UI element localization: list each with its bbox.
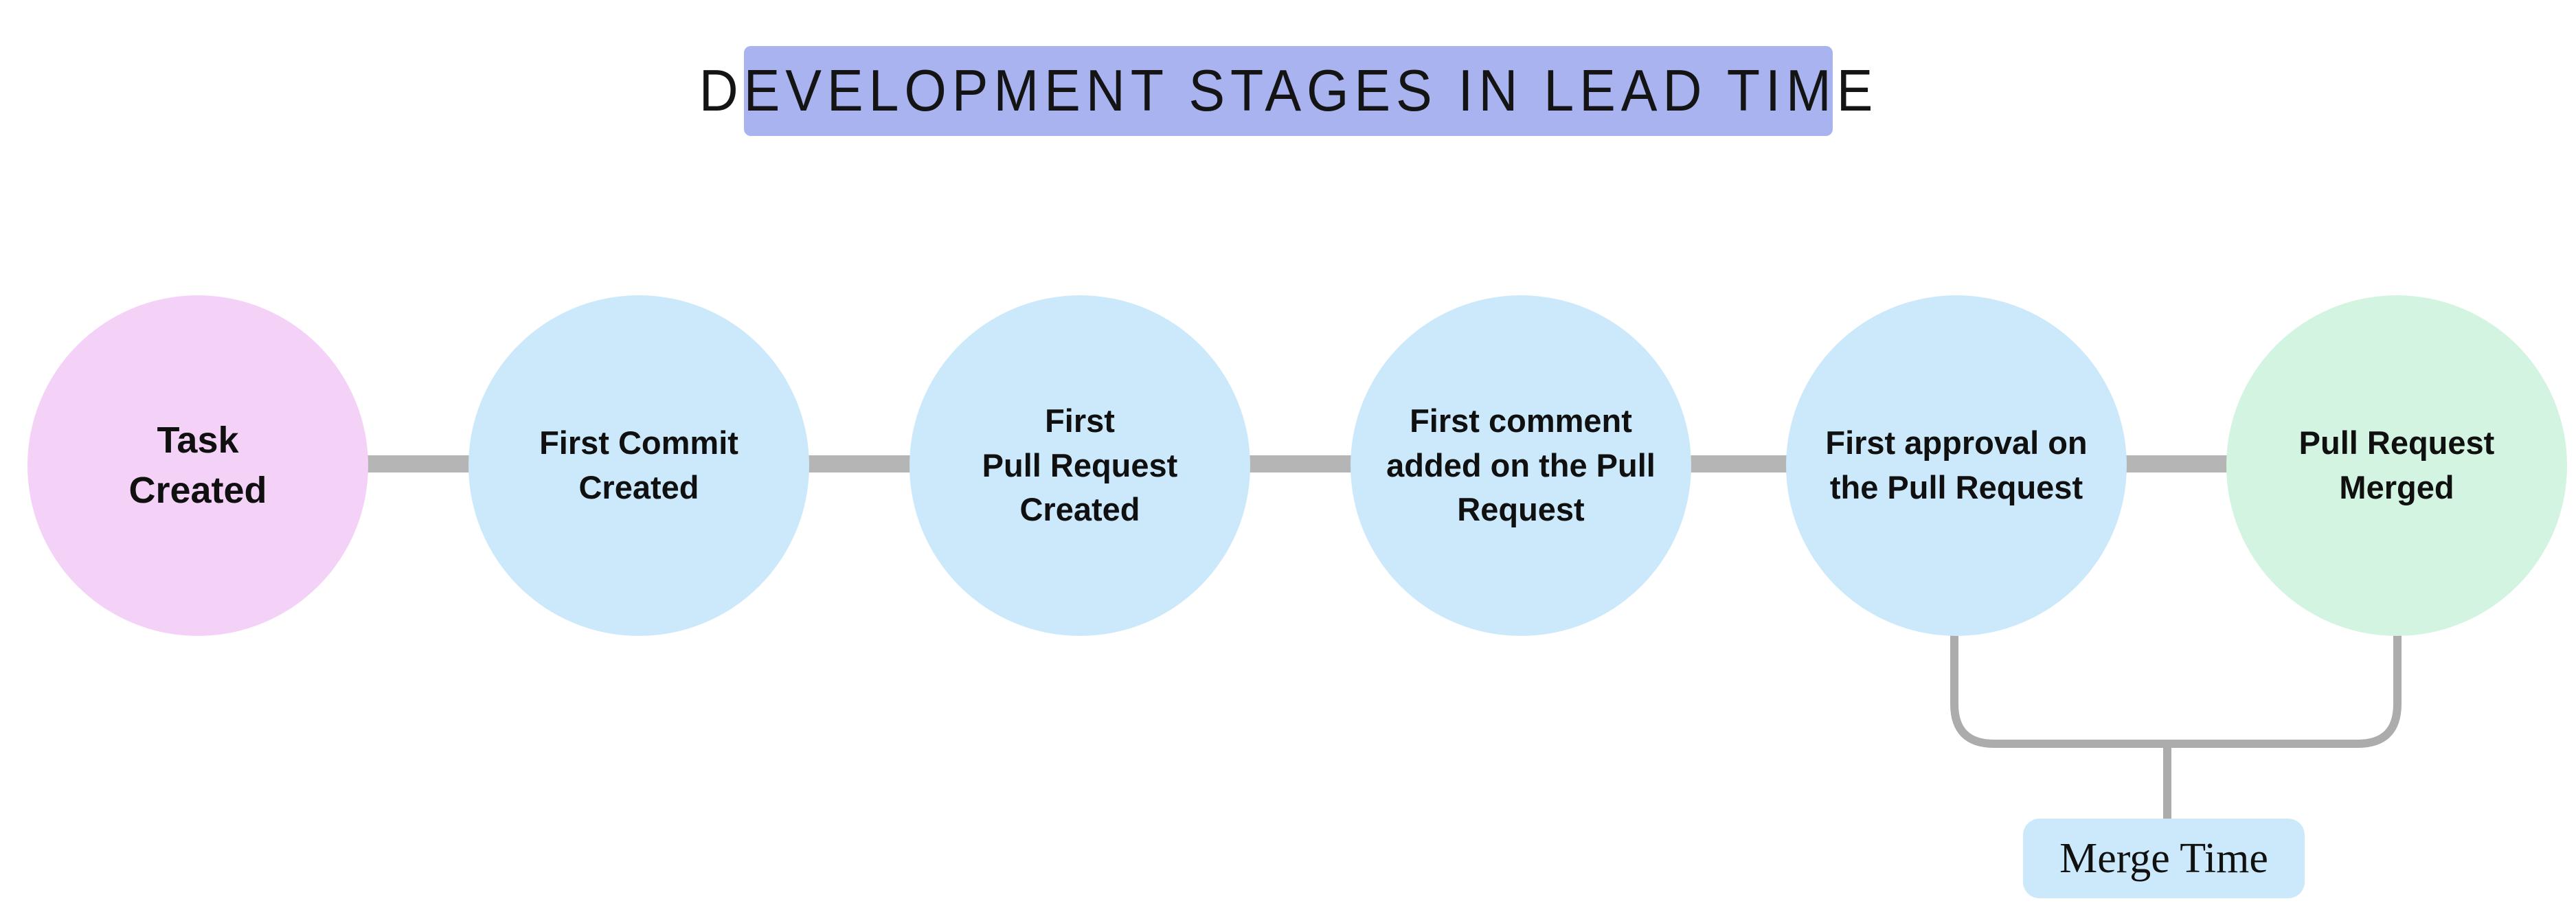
stage-label: First comment added on the Pull Request: [1386, 402, 1656, 528]
stage-first-approval-on-pr: First approval on the Pull Request: [1786, 295, 2127, 636]
stage-label: First Pull Request Created: [982, 402, 1178, 528]
stage-first-commit-created: First Commit Created: [468, 295, 809, 636]
merge-time-label: Merge Time: [2023, 819, 2305, 898]
stage-label: First approval on the Pull Request: [1825, 424, 2088, 505]
title-banner: DEVELOPMENT STAGES IN LEAD TIME: [699, 46, 1873, 136]
stage-first-pull-request-created: First Pull Request Created: [909, 295, 1250, 636]
stage-pull-request-merged: Pull Request Merged: [2226, 295, 2567, 636]
stage-task-created: Task Created: [27, 295, 368, 636]
stage-first-comment-added-on-pr: First comment added on the Pull Request: [1351, 295, 1691, 636]
stage-label: Pull Request Merged: [2298, 424, 2495, 505]
merge-time-label-text: Merge Time: [2059, 834, 2268, 882]
page-title: DEVELOPMENT STAGES IN LEAD TIME: [699, 58, 1878, 124]
stage-label: Task Created: [128, 419, 267, 511]
bracket-path: [1950, 626, 2402, 748]
stage-label: First Commit Created: [539, 424, 738, 505]
